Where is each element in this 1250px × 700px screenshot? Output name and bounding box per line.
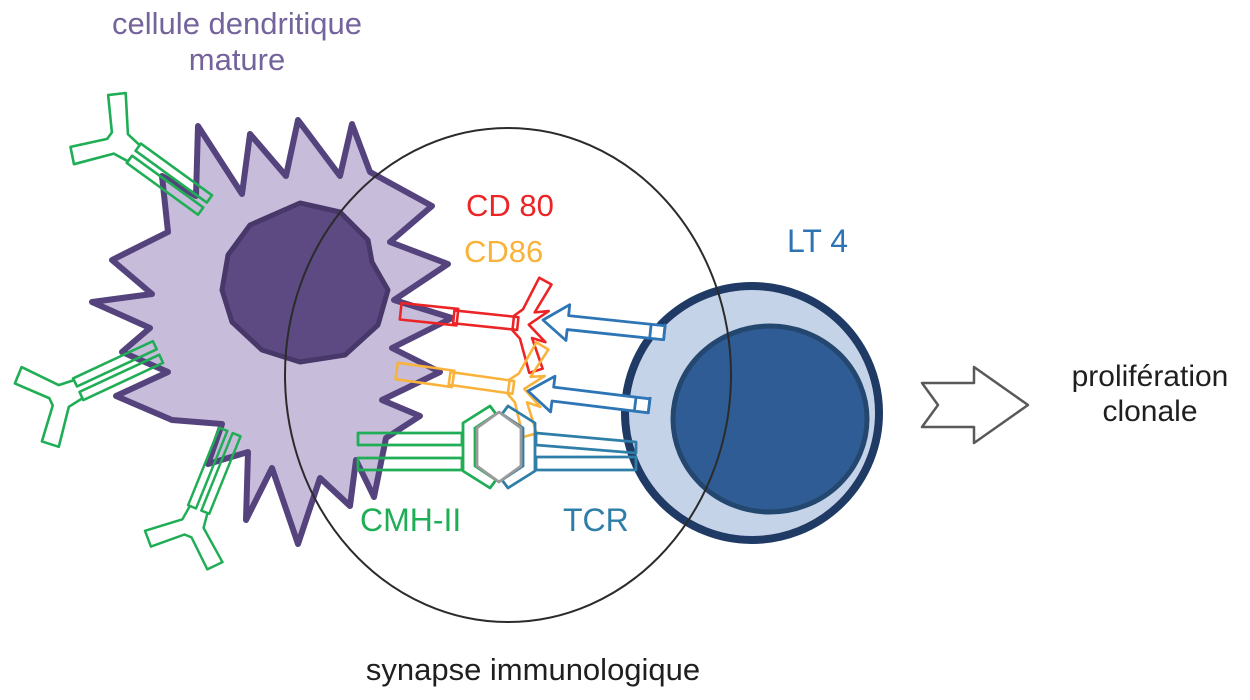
proliferation-label: prolifération clonale	[1040, 360, 1250, 429]
dendritic-cell-label-line1: cellule dendritique	[112, 6, 362, 41]
synapse-label: synapse immunologique	[365, 652, 701, 687]
dendritic-cell-label: cellule dendritique mature	[72, 6, 402, 77]
cmh2-label: CMH-II	[360, 502, 462, 538]
cd86-label: CD86	[464, 234, 544, 269]
proliferation-label-line1: prolifération	[1071, 360, 1229, 393]
t-cell-nucleus	[670, 323, 870, 515]
dendritic-cell-label-line2: mature	[188, 41, 286, 77]
tcr-label: TCR	[563, 502, 629, 538]
proliferation-arrow-icon	[920, 365, 1030, 445]
proliferation-label-line2: clonale	[1102, 394, 1198, 428]
synapse-ellipse	[284, 127, 732, 623]
peptide-hexagon-icon	[475, 410, 523, 484]
dendritic-cell-nucleus	[219, 200, 391, 365]
lt4-label: LT 4	[787, 223, 849, 259]
cd80-label: CD 80	[466, 188, 554, 223]
